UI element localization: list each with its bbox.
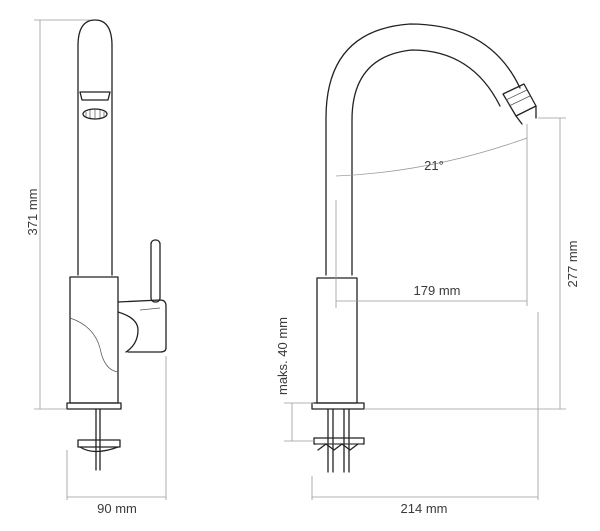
total-height-dimension: 371 mm (25, 19, 90, 410)
front-lever-handle (69, 239, 167, 373)
front-aerator (79, 91, 111, 120)
front-mounting-hardware (66, 402, 122, 471)
swivel-angle-dimension: 21° (335, 124, 528, 306)
swivel-angle-label: 21° (424, 158, 444, 173)
total-height-label: 371 mm (25, 189, 40, 236)
side-spout-tip (502, 83, 537, 125)
spout-height-dimension: 277 mm (364, 117, 580, 410)
front-view: 371 mm 90 mm (25, 19, 167, 516)
side-base-body (316, 277, 358, 404)
countertop-thickness-dimension: maks. 40 mm (275, 317, 314, 442)
total-depth-dimension: 214 mm (311, 312, 539, 516)
side-spout-outer (325, 23, 521, 276)
front-spout-body (77, 19, 113, 276)
front-base-body (69, 276, 119, 404)
base-width-label: 90 mm (97, 501, 137, 516)
countertop-thickness-label: maks. 40 mm (275, 317, 290, 395)
total-depth-label: 214 mm (401, 501, 448, 516)
spout-reach-label: 179 mm (414, 283, 461, 298)
spout-height-label: 277 mm (565, 241, 580, 288)
base-width-dimension: 90 mm (66, 356, 167, 516)
side-view: 21° 179 mm 277 mm maks. 40 mm 214 mm (275, 23, 580, 516)
side-spout-inner (351, 49, 501, 276)
spout-reach-dimension: 179 mm (335, 200, 527, 308)
side-mounting-hardware (311, 402, 365, 473)
